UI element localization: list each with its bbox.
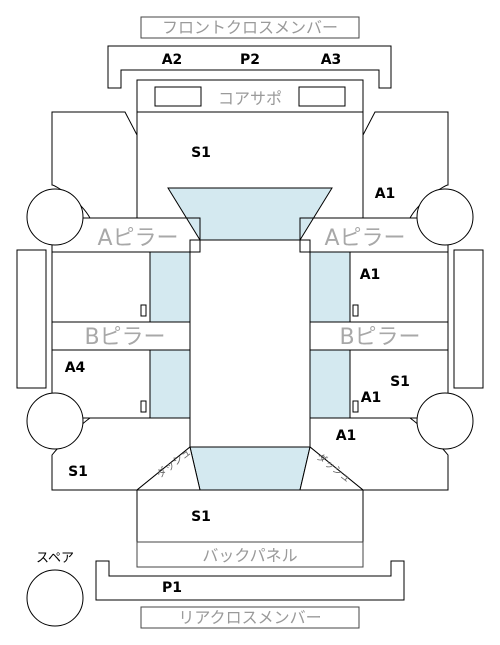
rear-left-window[interactable]: [149, 349, 191, 419]
wheel-front-left[interactable]: [26, 188, 84, 246]
back-panel-label: バックパネル: [202, 546, 297, 565]
door-handle-front-right: [352, 304, 359, 317]
rear-cross-member-label: リアクロスメンバー: [178, 608, 321, 627]
code-rear-door-left: A4: [65, 360, 86, 376]
code-front-cross-center: P2: [240, 52, 260, 68]
front-cross-member-label: フロントクロスメンバー: [162, 18, 338, 37]
code-front-cross-left: A2: [162, 52, 183, 68]
door-handle-rear-left: [140, 400, 147, 413]
code-trunk: S1: [191, 509, 211, 525]
door-handle-front-left: [140, 304, 147, 317]
front-cross-member-bracket[interactable]: [107, 45, 392, 89]
code-rear-cross: P1: [162, 580, 182, 596]
spare-label: スペア: [36, 551, 74, 566]
roof[interactable]: [189, 239, 311, 448]
rear-cross-member-bracket[interactable]: [95, 560, 405, 601]
headlight-right[interactable]: [298, 86, 346, 107]
code-rear-door-right-b: S1: [390, 374, 410, 390]
b-pillar-right-label: Bピラー: [339, 325, 420, 350]
b-pillar-left-band[interactable]: [51, 321, 191, 351]
spare-tire[interactable]: [26, 569, 84, 627]
code-rear-door-right-a: A1: [361, 390, 382, 406]
right-side-sill[interactable]: [453, 249, 484, 389]
door-handle-rear-right: [352, 400, 359, 413]
wheel-rear-left[interactable]: [26, 392, 84, 450]
headlight-left[interactable]: [154, 86, 202, 107]
b-pillar-left-label: Bピラー: [84, 325, 165, 350]
front-left-window[interactable]: [149, 251, 191, 323]
rear-cross-member-box[interactable]: [140, 606, 360, 629]
code-quarter-right: A1: [336, 428, 357, 444]
rear-right-window[interactable]: [309, 349, 351, 419]
a-pillar-left-label: Aピラー: [97, 226, 178, 251]
windshield[interactable]: [167, 187, 333, 241]
code-fender-right: A1: [375, 186, 396, 202]
code-front-door-right: A1: [360, 267, 381, 283]
left-side-sill[interactable]: [16, 249, 47, 389]
code-front-cross-right: A3: [321, 52, 342, 68]
front-cross-member-box[interactable]: [140, 16, 360, 39]
code-hood: S1: [191, 145, 211, 161]
rear-window[interactable]: [189, 446, 311, 491]
wheel-front-right[interactable]: [416, 188, 474, 246]
code-quarter-left: S1: [68, 464, 88, 480]
core-support-label: コアサポ: [218, 89, 282, 108]
b-pillar-right-band[interactable]: [309, 321, 449, 351]
trunk[interactable]: [136, 489, 364, 543]
wheel-rear-right[interactable]: [416, 392, 474, 450]
front-right-window[interactable]: [309, 251, 351, 323]
a-pillar-right-label: Aピラー: [324, 226, 405, 251]
back-panel[interactable]: [136, 541, 364, 568]
